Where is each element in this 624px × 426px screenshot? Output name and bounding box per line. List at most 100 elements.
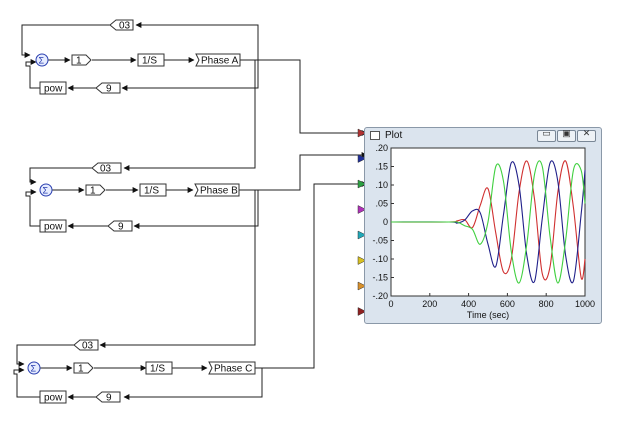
phase-b-loop: 03 Σ 1 1/S Phase B 9 pow [25, 60, 368, 233]
integrator-block[interactable]: 1/S [145, 361, 173, 375]
pow-block[interactable]: pow [39, 219, 67, 233]
sum-symbol: Σ [31, 364, 37, 374]
gain-bottom-value: 9 [106, 84, 112, 95]
pow-label: pow [44, 222, 63, 233]
gain-value: 1 [76, 56, 82, 67]
wire-a-to-b-gain-top [123, 60, 256, 171]
x-tick-label: 1000 [575, 299, 595, 309]
gain-top-value: 03 [119, 21, 131, 32]
gain-block[interactable]: 1 [85, 184, 106, 197]
gain-block[interactable]: 1 [71, 54, 92, 67]
plot-window-icon [370, 131, 380, 140]
wire-c-gain-top-to-sum [16, 344, 74, 367]
input-port-1[interactable] [357, 128, 367, 138]
phase-label-block[interactable]: Phase A [195, 53, 241, 67]
plot-series [390, 160, 586, 284]
gain-value: 1 [90, 186, 96, 197]
input-port-4[interactable] [357, 205, 367, 214]
plot-input-ports [357, 128, 367, 316]
y-tick-label: -.05 [372, 236, 388, 246]
sum-block[interactable]: Σ [27, 361, 41, 375]
plot-window[interactable]: Plot ▭ ▣ ✕ .20 .15 .10 .05 0 -.05 -.10 -.15 -.20… [364, 127, 602, 324]
phase-a-loop: 03 Σ 1 1/S Phase A 9 pow [21, 19, 368, 136]
plot-titlebar[interactable]: Plot ▭ ▣ ✕ [365, 128, 601, 144]
phase-label-block[interactable]: Phase B [194, 183, 240, 197]
gain-bottom-block[interactable]: 9 [95, 391, 121, 404]
gain-bottom-block[interactable]: 9 [95, 82, 121, 95]
integrator-label: 1/S [150, 364, 165, 375]
wire-b-to-c-gain-top [99, 190, 256, 348]
gain-bottom-value: 9 [106, 393, 112, 404]
phase-c-loop: 03 Σ 1 1/S Phase C 9 pow [13, 181, 368, 404]
maximize-button[interactable]: ▣ [557, 128, 576, 142]
close-button[interactable]: ✕ [577, 128, 596, 142]
integrator-block[interactable]: 1/S [137, 53, 165, 67]
series-line-2 [390, 160, 586, 284]
wire-c-to-plot [255, 181, 368, 369]
gain-top-block[interactable]: 03 [73, 339, 99, 352]
x-axis-label: Time (sec) [467, 310, 509, 320]
close-icon: ✕ [582, 128, 591, 138]
y-axis-ticks: .20 .15 .10 .05 0 -.05 -.10 -.15 -.20 [372, 144, 394, 301]
gain-bottom-value: 9 [118, 222, 124, 233]
wire-b-to-plot [239, 152, 368, 191]
gain-block[interactable]: 1 [73, 362, 94, 375]
series-line-1 [390, 160, 586, 281]
phase-label: Phase B [200, 186, 238, 197]
y-tick-label: .20 [375, 144, 388, 153]
y-tick-label: -.20 [372, 291, 388, 301]
gain-top-value: 03 [82, 341, 94, 352]
y-tick-label: .10 [375, 180, 388, 190]
phase-label: Phase C [214, 364, 252, 375]
input-port-2[interactable] [357, 154, 367, 163]
integrator-label: 1/S [142, 56, 157, 67]
y-tick-label: .05 [375, 199, 388, 209]
gain-top-block[interactable]: 03 [109, 19, 134, 32]
x-tick-label: 200 [422, 299, 437, 309]
integrator-label: 1/S [144, 186, 159, 197]
wire-a-gain-top-to-sum [21, 24, 110, 58]
pow-block[interactable]: pow [39, 81, 67, 95]
pow-label: pow [44, 84, 63, 95]
x-tick-label: 800 [539, 299, 554, 309]
input-port-7[interactable] [357, 281, 367, 291]
pow-label: pow [44, 393, 63, 404]
wire-c-to-gain-bottom [123, 368, 263, 400]
sum-block[interactable]: Σ [35, 53, 49, 67]
wire-a-to-plot [240, 59, 368, 136]
input-port-6[interactable] [357, 256, 367, 265]
maximize-icon: ▣ [562, 128, 571, 138]
gain-top-value: 03 [100, 164, 112, 175]
phase-label-block[interactable]: Phase C [208, 361, 256, 375]
gain-top-block[interactable]: 03 [91, 162, 122, 175]
plot-chart: .20 .15 .10 .05 0 -.05 -.10 -.15 -.20 0 200 400 600… [372, 144, 595, 320]
pow-block[interactable]: pow [39, 390, 67, 404]
sum-symbol: Σ [43, 186, 49, 196]
x-tick-label: 0 [388, 299, 393, 309]
input-port-5[interactable] [357, 230, 367, 240]
series-line-3 [390, 160, 586, 284]
x-axis-ticks: 0 200 400 600 800 1000 [388, 293, 595, 309]
gain-value: 1 [78, 364, 84, 375]
sum-symbol: Σ [39, 56, 45, 66]
plot-window-title: Plot [385, 130, 403, 141]
integrator-block[interactable]: 1/S [139, 183, 167, 197]
x-tick-label: 400 [461, 299, 476, 309]
gain-bottom-block[interactable]: 9 [107, 220, 133, 233]
sum-block[interactable]: Σ [39, 183, 53, 197]
wire-b-to-gain-bottom [133, 190, 259, 229]
minimize-button[interactable]: ▭ [537, 128, 556, 142]
wire-a-to-gain-bottom [121, 60, 259, 91]
wire-a-pow-to-sum [25, 59, 40, 89]
minimize-icon: ▭ [542, 128, 551, 138]
y-tick-label: .15 [375, 162, 388, 172]
y-tick-label: -.15 [372, 273, 388, 283]
input-port-3[interactable] [357, 179, 367, 189]
input-port-8[interactable] [357, 307, 367, 316]
x-tick-label: 600 [500, 299, 515, 309]
wire-b-gain-top-to-sum [29, 167, 92, 185]
y-tick-label: 0 [383, 217, 388, 227]
phase-label: Phase A [201, 56, 239, 67]
y-tick-label: -.10 [372, 254, 388, 264]
